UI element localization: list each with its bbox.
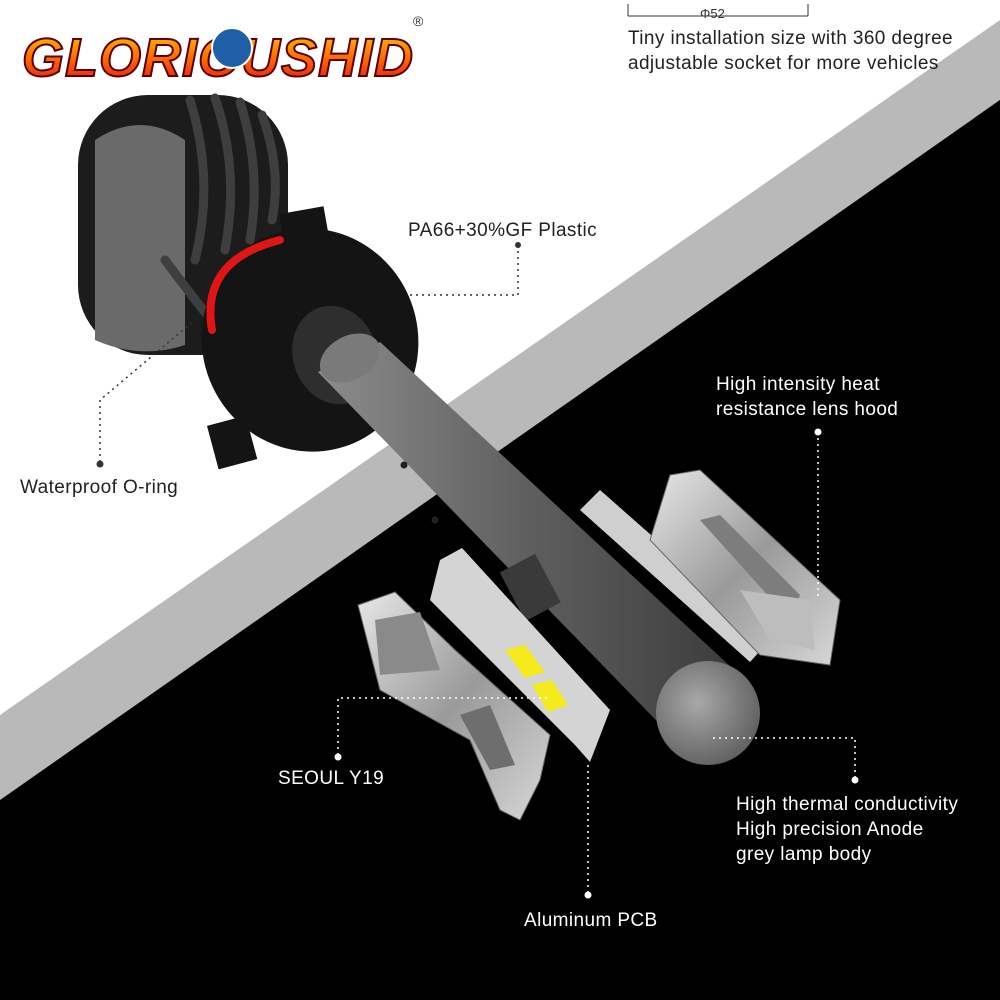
plastic-callout: PA66+30%GF Plastic	[408, 218, 597, 243]
leader-dot-plastic	[515, 242, 521, 248]
pcb-callout: Aluminum PCB	[524, 908, 658, 933]
lens-hood-callout-line: High intensity heat	[716, 374, 880, 395]
install-callout-line: adjustable socket for more vehicles	[628, 53, 939, 74]
pcb-callout-line: Aluminum PCB	[524, 910, 658, 931]
lens-hood-callout-line: resistance lens hood	[716, 399, 899, 420]
body-callout-line: High precision Anode	[736, 819, 924, 840]
leader-dot-pcb	[584, 891, 592, 899]
oring-callout: Waterproof O-ring	[20, 475, 178, 500]
lamp-body	[318, 333, 760, 765]
oring-callout-line: Waterproof O-ring	[20, 477, 179, 498]
grey-diagonal-band	[0, 20, 1000, 800]
pcb-plate-front	[430, 548, 610, 762]
leader-dot-led	[334, 753, 342, 761]
leader-dot-oring	[96, 460, 104, 468]
body-callout-line: High thermal conductivity	[736, 794, 959, 815]
body-callout-line: grey lamp body	[736, 844, 872, 865]
globe-icon	[211, 27, 253, 69]
brand-logo: GLORIOUSHID ®	[21, 13, 424, 89]
svg-text:®: ®	[413, 13, 424, 29]
leader-led	[337, 697, 548, 755]
dimension-bar	[627, 4, 809, 17]
leader-dot-body	[851, 776, 859, 784]
leader-plastic	[410, 245, 519, 296]
o-ring	[206, 236, 284, 334]
leader-dot-lens-hood	[814, 428, 822, 436]
leader-oring	[99, 319, 196, 462]
install-callout-line: Tiny installation size with 360 degree	[628, 28, 953, 49]
lens-hood-callout: High intensity heat resistance lens hood	[716, 372, 898, 422]
lens-hood-left	[357, 591, 551, 821]
led-callout-line: SEOUL Y19	[278, 768, 385, 789]
led-callout: SEOUL Y19	[278, 766, 384, 791]
body-callout: High thermal conductivity High precision…	[736, 792, 958, 867]
lens-hood-right	[649, 469, 841, 666]
led-chip	[532, 680, 568, 712]
pcb-plate-back	[580, 490, 770, 662]
install-callout: Tiny installation size with 360 degree a…	[628, 26, 953, 76]
diameter-label: Φ52	[700, 6, 725, 21]
leader-body	[712, 737, 856, 778]
led-chip	[505, 645, 545, 678]
plastic-callout-line: PA66+30%GF Plastic	[408, 220, 598, 241]
